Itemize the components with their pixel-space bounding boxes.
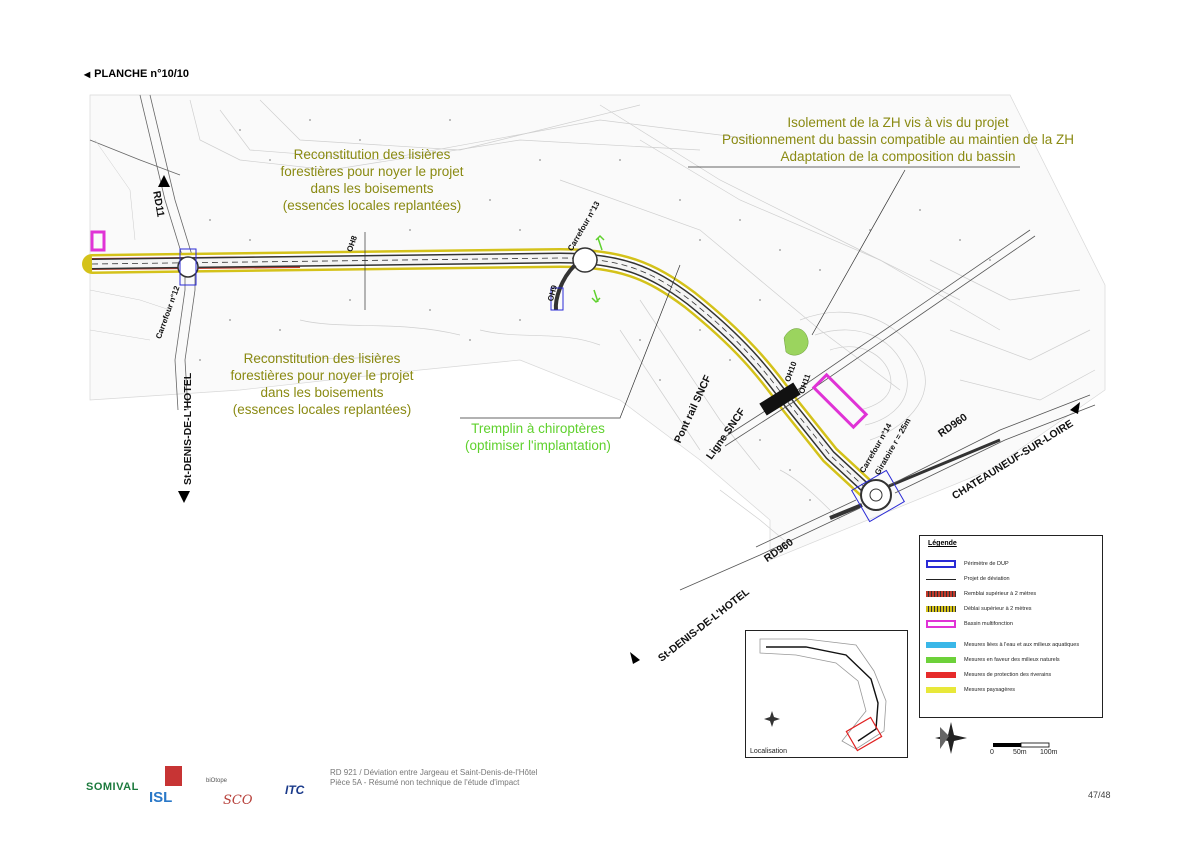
annotation-zh: Isolement de la ZH vis à vis du projet P… — [722, 115, 1074, 164]
sheet-title: ◀PLANCHE n°10/10 — [84, 68, 190, 80]
arrow-south — [178, 491, 190, 503]
legend-item: Mesures liées à l'eau et aux milieux aqu… — [926, 639, 1079, 651]
arrow-east — [1070, 402, 1080, 414]
rd960-road — [679, 394, 1096, 591]
roundabout-carrefour-13 — [550, 247, 598, 311]
bullet-triangle-icon: ◀ — [84, 70, 91, 79]
scale-label-0: 0 — [990, 749, 994, 756]
legend-title: Légende — [928, 540, 957, 547]
milieux-naturels-swatch — [926, 657, 956, 663]
itc-logo: ITC — [285, 783, 305, 797]
vegetation-dots — [199, 119, 991, 501]
riverains-swatch — [926, 672, 956, 678]
localisation-label: Localisation — [750, 748, 787, 755]
annotation-lisiere-top: Reconstitution des lisières forestières … — [280, 147, 464, 213]
legend-item: Mesures paysagères — [926, 684, 1015, 696]
biotope-logo: biOtope — [206, 778, 228, 784]
legend-item: Mesures en faveur des milieux naturels — [926, 654, 1060, 666]
legend-item: Bassin multifonction — [926, 618, 1013, 630]
left-woodland — [89, 139, 171, 341]
annotation-tremplin: Tremplin à chiroptères (optimiser l'impl… — [465, 421, 611, 453]
somival-logo: SOMIVAL — [86, 781, 139, 793]
sco-logo: SCO — [223, 793, 253, 808]
partner-red-logo — [165, 766, 182, 786]
roundabout-carrefour-14 — [829, 438, 1001, 523]
remblai-swatch — [926, 591, 956, 597]
road-line-swatch — [926, 578, 956, 580]
legend-item: Déblai supérieur à 2 mètres — [926, 603, 1032, 615]
footer-description: RD 921 / Déviation entre Jargeau et Sain… — [330, 768, 538, 787]
legend-item: Remblai supérieur à 2 mètres — [926, 588, 1036, 600]
arrow-southwest — [630, 652, 640, 664]
topographic-background — [89, 94, 1106, 561]
wetland-zone — [783, 328, 809, 356]
legend-item: Périmètre de DUP — [926, 558, 1009, 570]
map-legend: Légende Périmètre de DUP Projet de dévia… — [919, 535, 1103, 718]
bat-ramp-arrows — [591, 234, 605, 304]
eau-swatch — [926, 642, 956, 648]
label-st-denis-left: St-DENIS-DE-L'HOTEL — [182, 372, 194, 485]
localisation-inset: Localisation — [745, 630, 908, 758]
page-number: 47/48 — [1088, 790, 1111, 800]
scale-bar — [993, 742, 1050, 748]
main-road — [82, 247, 880, 502]
basin-left — [90, 230, 106, 252]
inset-map — [759, 638, 887, 752]
rail-bridge — [759, 382, 801, 416]
arrow-north-rd11 — [158, 175, 170, 187]
bassin-swatch — [926, 620, 956, 628]
scale-label-50: 50m — [1013, 749, 1027, 756]
annotation-lisiere-bottom: Reconstitution des lisières forestières … — [230, 351, 414, 417]
multifunction-basin — [811, 372, 869, 430]
isl-logo: ISL — [149, 789, 173, 806]
legend-item: Projet de déviation — [926, 573, 1010, 585]
deblai-swatch — [926, 606, 956, 612]
scale-label-100: 100m — [1040, 749, 1058, 756]
dup-perimeter-swatch — [926, 560, 956, 568]
annotation-leaders — [364, 166, 1020, 419]
legend-item: Mesures de protection des riverains — [926, 669, 1051, 681]
north-arrow — [935, 722, 967, 754]
roundabout-carrefour-12 — [177, 248, 199, 286]
paysageres-swatch — [926, 687, 956, 693]
